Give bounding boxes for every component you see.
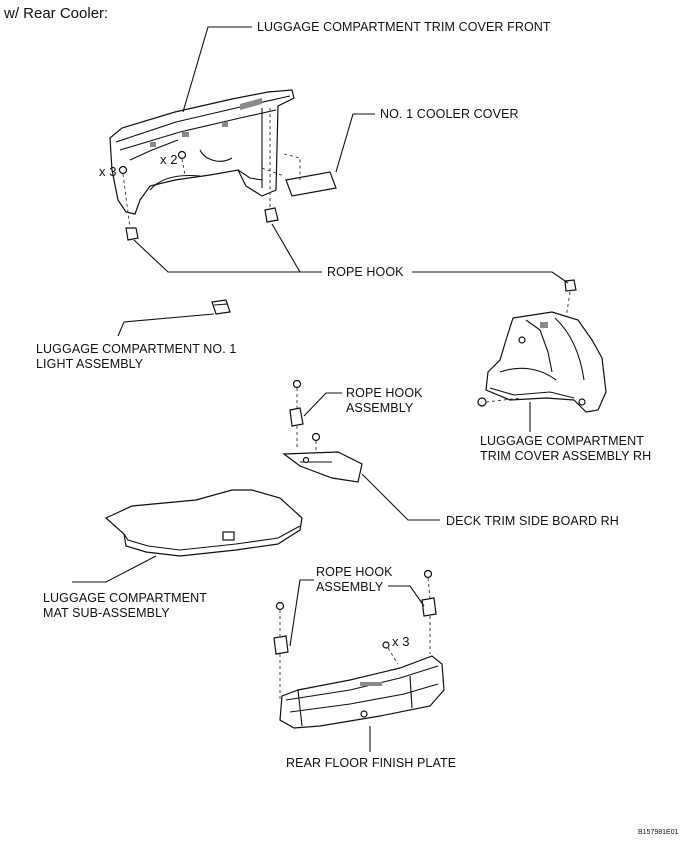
label-trim-cover-front: LUGGAGE COMPARTMENT TRIM COVER FRONT	[257, 20, 551, 34]
leader-trim-cover-front	[182, 26, 252, 113]
label-light-assembly-line1: LUGGAGE COMPARTMENT NO. 1	[36, 342, 237, 356]
label-rope-hook-assembly-b-line2: ASSEMBLY	[316, 580, 384, 594]
qty-x3-left: x 3	[99, 164, 117, 179]
cooler-cover-part	[261, 153, 337, 197]
label-light-assembly-line2: LIGHT ASSEMBLY	[36, 357, 144, 371]
rope-hook-assembly-mid-part	[289, 379, 342, 460]
rear-floor-finish-plate-part	[279, 655, 445, 752]
rope-hook-assembly-bottom-part	[273, 569, 437, 700]
label-rope-hook-assembly-b-line1: ROPE HOOK	[316, 565, 393, 579]
leader-rope-hook-right	[412, 271, 569, 284]
trim-cover-front-part	[109, 89, 295, 215]
figure-code: B157981E01	[638, 829, 679, 836]
luggage-mat-part	[72, 489, 303, 583]
clip-fasteners-bottom	[382, 641, 399, 665]
label-rear-floor-finish-plate: REAR FLOOR FINISH PLATE	[286, 756, 457, 770]
label-cooler-cover: NO. 1 COOLER COVER	[380, 107, 519, 121]
label-rope-hook-assembly-a-line2: ASSEMBLY	[346, 401, 414, 415]
leader-rope-hook-left	[133, 239, 322, 273]
clip-fasteners-front	[118, 150, 187, 229]
label-rope-hook-assembly-a-line1: ROPE HOOK	[346, 386, 423, 400]
leader-rope-hook-mid	[271, 223, 301, 273]
deck-trim-side-board-part	[282, 451, 440, 521]
label-trim-cover-rh-line1: LUGGAGE COMPARTMENT	[480, 434, 644, 448]
page-header: w/ Rear Cooler:	[4, 5, 109, 22]
label-rope-hook: ROPE HOOK	[327, 265, 404, 279]
qty-x2: x 2	[160, 152, 178, 167]
trim-cover-rh-part	[477, 311, 607, 432]
label-deck-trim-side-board: DECK TRIM SIDE BOARD RH	[446, 514, 619, 528]
leader-cooler-cover	[335, 113, 375, 173]
qty-x3-bottom: x 3	[392, 634, 410, 649]
label-mat-line2: MAT SUB-ASSEMBLY	[43, 606, 170, 620]
label-mat-line1: LUGGAGE COMPARTMENT	[43, 591, 207, 605]
light-assembly-part	[117, 299, 231, 337]
label-trim-cover-rh-line2: TRIM COVER ASSEMBLY RH	[480, 449, 652, 463]
